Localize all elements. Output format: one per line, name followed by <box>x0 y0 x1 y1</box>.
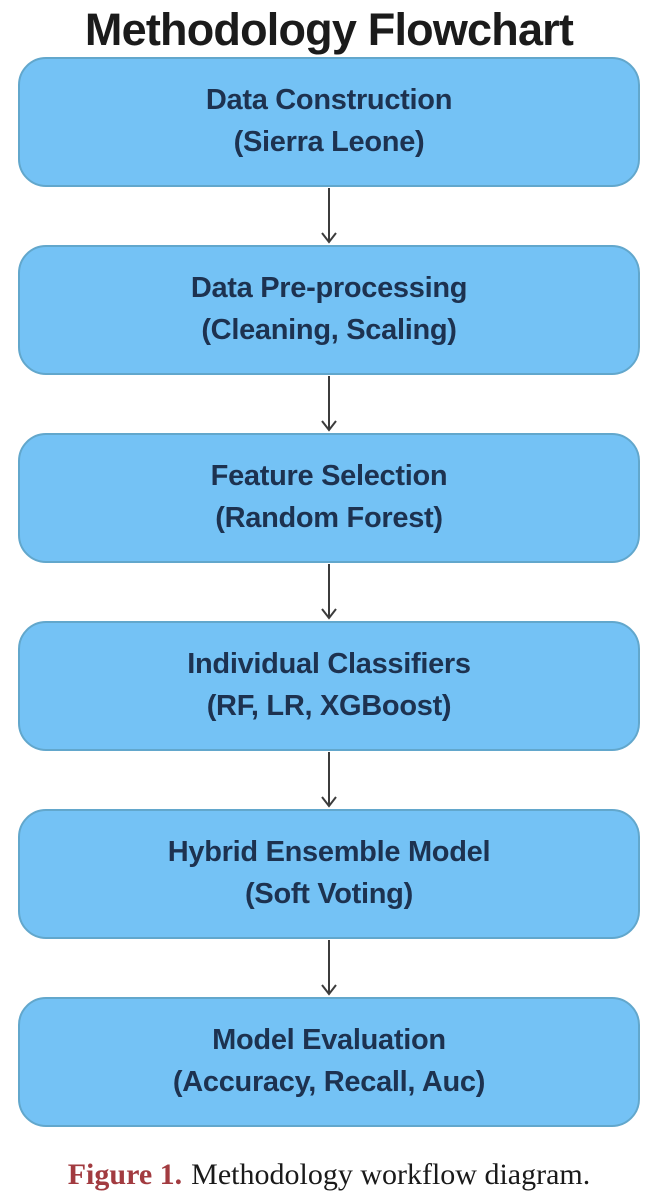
down-arrow-icon <box>321 564 337 620</box>
flow-step: Data Pre-processing (Cleaning, Scaling) <box>18 245 640 375</box>
flow-connector <box>317 563 341 621</box>
flowchart: Data Construction (Sierra Leone) Data Pre-… <box>0 57 658 1127</box>
flow-step-title: Model Evaluation <box>212 1024 446 1057</box>
flow-connector <box>317 375 341 433</box>
flow-step-subtitle: (Sierra Leone) <box>233 126 425 158</box>
flow-step-title: Individual Classifiers <box>187 648 471 681</box>
down-arrow-icon <box>321 752 337 808</box>
flow-step-title: Data Pre-processing <box>190 272 468 305</box>
flow-step: Feature Selection (Random Forest) <box>18 433 640 563</box>
down-arrow-icon <box>321 940 337 996</box>
figure-caption: Figure 1.Methodology workflow diagram. <box>16 1154 642 1196</box>
flow-step-subtitle: (Accuracy, Recall, Auc) <box>172 1066 486 1098</box>
flow-step: Data Construction (Sierra Leone) <box>18 57 640 187</box>
flow-step-title: Feature Selection <box>210 460 448 493</box>
flow-step-subtitle: (RF, LR, XGBoost) <box>206 690 452 722</box>
flow-step: Model Evaluation (Accuracy, Recall, Auc) <box>18 997 640 1127</box>
flow-step-title: Hybrid Ensemble Model <box>167 836 491 869</box>
flow-connector <box>317 939 341 997</box>
flow-connector <box>317 187 341 245</box>
flow-step: Individual Classifiers (RF, LR, XGBoost) <box>18 621 640 751</box>
flow-connector <box>317 751 341 809</box>
flow-step-title: Data Construction <box>205 84 453 117</box>
caption-figure-number: Figure 1. <box>67 1158 183 1191</box>
flow-step-subtitle: (Cleaning, Scaling) <box>201 314 457 346</box>
caption-text: Methodology workflow diagram. <box>191 1158 591 1191</box>
flow-step: Hybrid Ensemble Model (Soft Voting) <box>18 809 640 939</box>
flow-step-subtitle: (Random Forest) <box>215 502 443 534</box>
figure-title: Methodology Flowchart <box>84 4 574 55</box>
down-arrow-icon <box>321 188 337 244</box>
flow-step-subtitle: (Soft Voting) <box>245 878 413 910</box>
down-arrow-icon <box>321 376 337 432</box>
